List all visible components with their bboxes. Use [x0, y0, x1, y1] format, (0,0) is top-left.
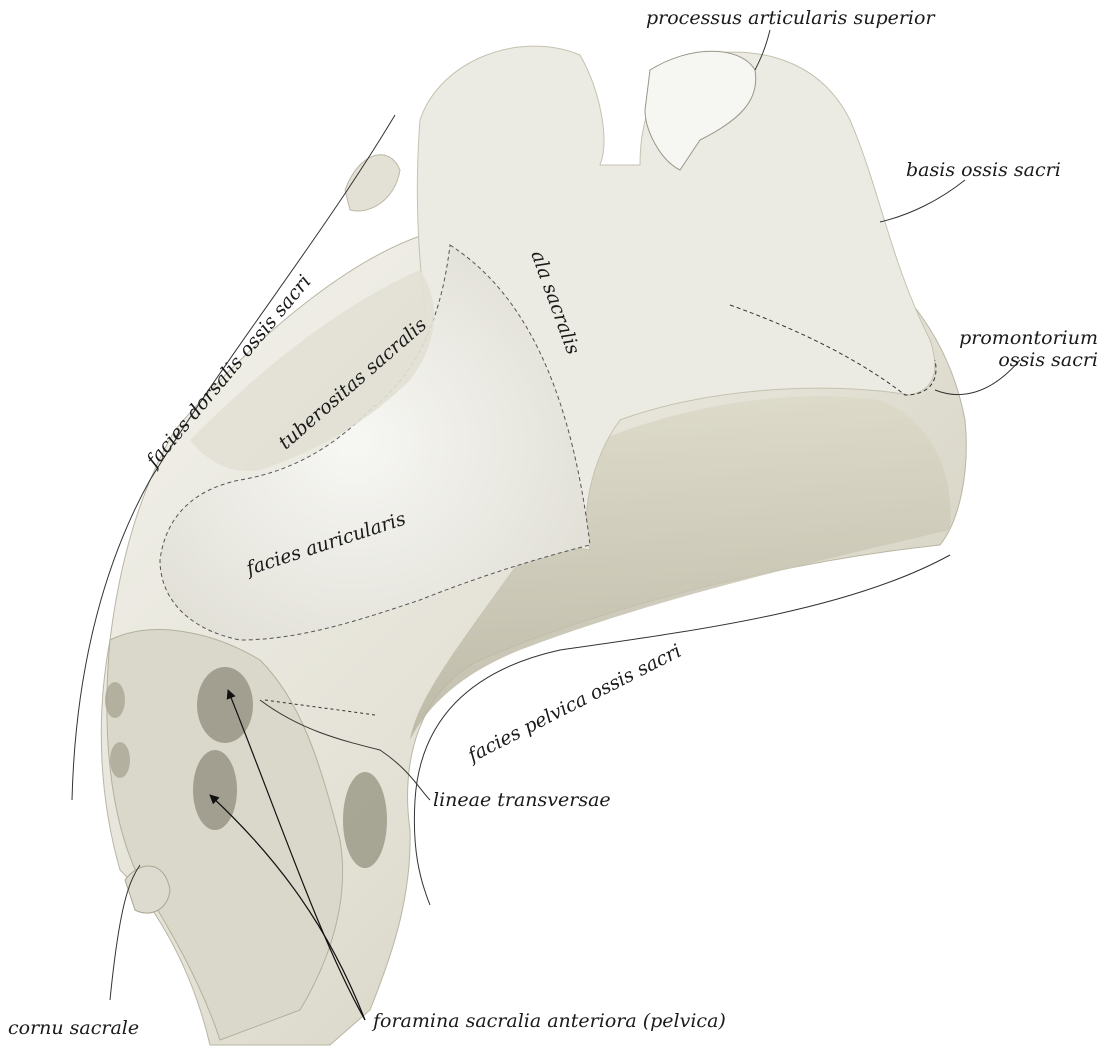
- foramen-lower: [193, 750, 237, 830]
- label-cornu-sacrale: cornu sacrale: [8, 1018, 139, 1040]
- foramen-right: [343, 772, 387, 868]
- label-promontorium-line1: promontorium: [948, 328, 1098, 350]
- label-lineae-transversae: lineae transversae: [433, 790, 611, 812]
- dorsal-foramen-1: [105, 682, 125, 718]
- label-foramina-sacralia: foramina sacralia anteriora (pelvica): [373, 1011, 726, 1033]
- cornu-sacrale-shape: [125, 866, 170, 913]
- label-promontorium: promontorium ossis sacri: [948, 328, 1098, 372]
- spinous-tubercle: [345, 155, 400, 211]
- label-processus-articularis-superior: processus articularis superior: [646, 8, 935, 30]
- label-basis-ossis-sacri: basis ossis sacri: [906, 160, 1061, 182]
- label-promontorium-line2: ossis sacri: [948, 350, 1098, 372]
- dorsal-foramen-2: [110, 742, 130, 778]
